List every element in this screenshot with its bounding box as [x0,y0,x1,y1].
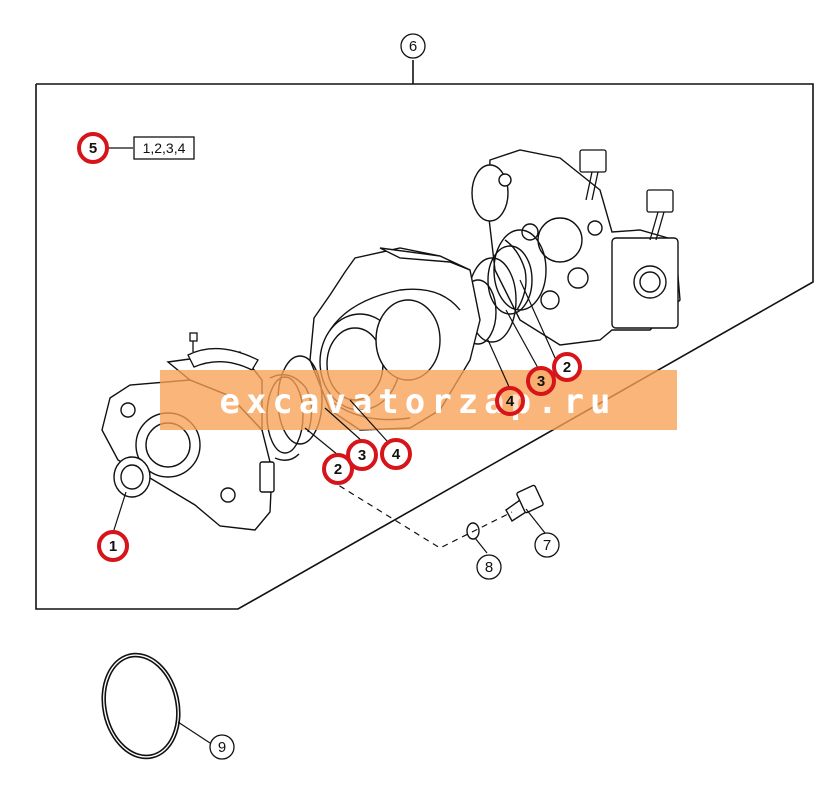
callout-3-rear-label: 3 [537,373,545,390]
o-ring [101,652,181,760]
callout-1[interactable]: 1 [97,530,129,562]
callout-8[interactable]: 8 [476,554,502,580]
callout-7-label: 7 [543,537,551,554]
callout-9-label: 9 [218,739,226,756]
dowel-pin [187,332,259,371]
callout-4-rear-label: 4 [506,393,515,410]
callout-1-label: 1 [109,538,117,555]
kit-contents-box: 1,2,3,4 [133,136,195,160]
rear-end-cover [471,149,681,346]
callout-2-rear[interactable]: 2 [552,352,582,382]
bolt-and-washer [466,484,544,540]
rear-seal-rings [459,229,547,345]
assembly-dashed-line [329,479,513,549]
callout-4-rear[interactable]: 4 [495,386,525,416]
watermark-band: excavatorzap.ru [160,370,677,430]
callout-6-label: 6 [409,38,417,55]
callout-7[interactable]: 7 [534,532,560,558]
callout-4-front[interactable]: 4 [380,438,412,470]
callout-3-rear[interactable]: 3 [526,366,556,396]
leader-lines [108,147,557,744]
callout-6[interactable]: 6 [400,33,426,59]
callout-4-front-label: 4 [392,446,401,463]
callout-5[interactable]: 5 [77,132,109,164]
callout-3-front-label: 3 [358,447,366,464]
callout-2-rear-label: 2 [563,359,571,376]
callout-8-label: 8 [485,559,493,576]
rear-cover-bolts [579,149,674,241]
kit-contents-label: 1,2,3,4 [143,140,186,156]
callout-3-front[interactable]: 3 [346,439,378,471]
watermark-text: excavatorzap.ru [219,382,616,422]
callout-5-label: 5 [89,140,97,157]
callout-2-front[interactable]: 2 [322,453,354,485]
assembly-boundary [35,60,814,610]
callout-9[interactable]: 9 [209,734,235,760]
callout-2-front-label: 2 [334,461,342,478]
